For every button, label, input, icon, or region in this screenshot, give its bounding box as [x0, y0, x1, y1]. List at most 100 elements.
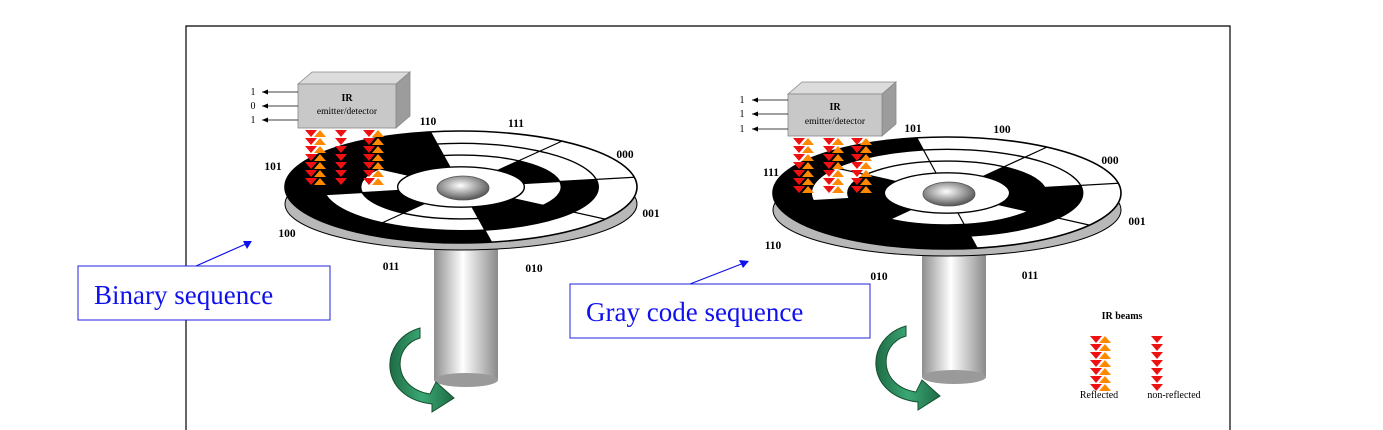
ir-beam-3-down-arrow	[363, 170, 375, 177]
sector-divider	[316, 154, 410, 177]
code-label-111: 111	[763, 167, 779, 179]
track-ring	[359, 154, 563, 220]
ir-beam-3-down-arrow	[363, 178, 375, 185]
code-segment-011-bit1	[1028, 185, 1083, 219]
signal-3: 1	[740, 124, 745, 135]
code-segment-110-bit1	[869, 219, 971, 237]
ir-beam-2-down-arrow	[335, 154, 347, 161]
ir-beam-2-down-arrow	[823, 146, 835, 153]
ir-beam-1-up-arrow	[802, 146, 814, 153]
code-segment-111-bit1	[813, 198, 891, 229]
sector-divider	[804, 160, 896, 183]
ir-beam-3-up-arrow	[372, 138, 384, 145]
sector-divider	[512, 197, 606, 220]
ir-beam-3-down-arrow	[851, 138, 863, 145]
code-label-110: 110	[765, 240, 782, 252]
shaft	[922, 255, 986, 377]
label-pointer-head	[739, 260, 749, 268]
code-segment-001-bit2	[982, 166, 1045, 190]
ir-beam-2-up-arrow	[832, 154, 844, 161]
ir-beam-2-down-arrow	[823, 162, 835, 169]
sector-divider	[775, 195, 886, 204]
code-segment-111-bit0	[316, 131, 438, 162]
ir-beam-3-up-arrow	[372, 130, 384, 137]
code-segment-010-bit1	[964, 211, 1059, 237]
ir-beam-3-up-arrow	[860, 138, 872, 145]
rotation-arrow	[875, 325, 941, 411]
ir-beam-3-down-arrow	[363, 146, 375, 153]
binary-sequence-box	[77, 265, 331, 321]
ir-beam-1-down-arrow	[793, 186, 805, 193]
legend-non-reflected-down-arrow	[1151, 360, 1163, 367]
binary-sequence-label: Binary sequence	[94, 280, 273, 310]
track-ring	[396, 166, 526, 208]
ir-beam-1-up-arrow	[314, 162, 326, 169]
code-segment-110-bit0	[847, 228, 978, 249]
ir-beam-3-down-arrow	[363, 130, 375, 137]
ir-beam-3-up-arrow	[860, 170, 872, 177]
ir-beam-1-down-arrow	[305, 130, 317, 137]
gray-code-sequence-box	[569, 283, 871, 339]
signal-1: 1	[740, 95, 745, 106]
ir-beam-1-up-arrow	[314, 170, 326, 177]
ir-beam-3-down-arrow	[851, 170, 863, 177]
ir-beam-1-down-arrow	[305, 178, 317, 185]
legend-reflected-down-arrow	[1090, 352, 1102, 359]
ir-beam-2-up-arrow	[832, 178, 844, 185]
ir-beam-1-down-arrow	[793, 154, 805, 161]
ir-beam-2-up-arrow	[832, 138, 844, 145]
ir-beams	[305, 130, 384, 185]
legend-reflected-down-arrow	[1090, 376, 1102, 383]
code-label-100: 100	[993, 124, 1011, 136]
legend-non-reflected-down-arrow	[1151, 376, 1163, 383]
shaft-bottom	[434, 373, 498, 387]
sector-divider	[523, 176, 635, 185]
ir-beam-1-down-arrow	[793, 162, 805, 169]
code-label-101: 101	[904, 123, 922, 135]
label-pointer-head	[243, 241, 252, 249]
sector-divider	[982, 146, 1048, 178]
sector-divider	[359, 202, 425, 234]
ir-beam-1-down-arrow	[305, 154, 317, 161]
ir-beam-3-up-arrow	[860, 178, 872, 185]
legend-non-reflected-down-arrow	[1151, 352, 1163, 359]
legend-reflected-down-arrow	[1090, 344, 1102, 351]
figure-frame	[185, 25, 1231, 430]
legend-reflected-down-arrow	[1090, 336, 1102, 343]
ir-beam-2-down-arrow	[335, 146, 347, 153]
ir-beam-2-down-arrow	[823, 186, 835, 193]
ir-beam-3-down-arrow	[363, 162, 375, 169]
code-label-010: 010	[870, 271, 888, 283]
ir-beam-1-up-arrow	[314, 130, 326, 137]
legend-reflected-down-arrow	[1090, 368, 1102, 375]
code-disk	[772, 136, 1122, 250]
signal-outputs: 1 0 1	[251, 87, 298, 126]
ir-beam-1-down-arrow	[305, 170, 317, 177]
ir-beam-2-up-arrow	[832, 170, 844, 177]
ir-beam-2-down-arrow	[823, 154, 835, 161]
code-label-101: 101	[264, 161, 282, 173]
legend-reflected-down-arrow	[1090, 384, 1102, 391]
code-label-000: 000	[616, 149, 634, 161]
ir-beam-2-down-arrow	[335, 162, 347, 169]
ir-beam-3-down-arrow	[363, 154, 375, 161]
legend-title: IR beams	[1102, 311, 1143, 322]
legend-reflected-down-arrow	[1090, 360, 1102, 367]
ir-beam-2-down-arrow	[823, 178, 835, 185]
code-segment-101-bit2	[362, 190, 425, 214]
ir-beam-1-up-arrow	[802, 154, 814, 161]
signal-2: 0	[251, 101, 256, 112]
code-segment-001-bit2	[497, 160, 560, 184]
legend-non-reflected-down-arrow	[1151, 384, 1163, 391]
signal-1: 1	[251, 87, 256, 98]
sector-divider	[846, 208, 912, 240]
legend-reflected-up-arrow	[1099, 368, 1111, 375]
ir-beam-1-down-arrow	[305, 138, 317, 145]
code-segment-011-bit2	[472, 198, 544, 219]
ir-beam-2-up-arrow	[832, 146, 844, 153]
code-segment-111-bit2	[849, 196, 912, 220]
ir-emitter-detector-box: IR emitter/detector	[296, 71, 412, 129]
legend-non-reflected-down-arrow	[1151, 336, 1163, 343]
ir-beam-3-down-arrow	[363, 138, 375, 145]
legend-reflected-up-arrow	[1099, 376, 1111, 383]
